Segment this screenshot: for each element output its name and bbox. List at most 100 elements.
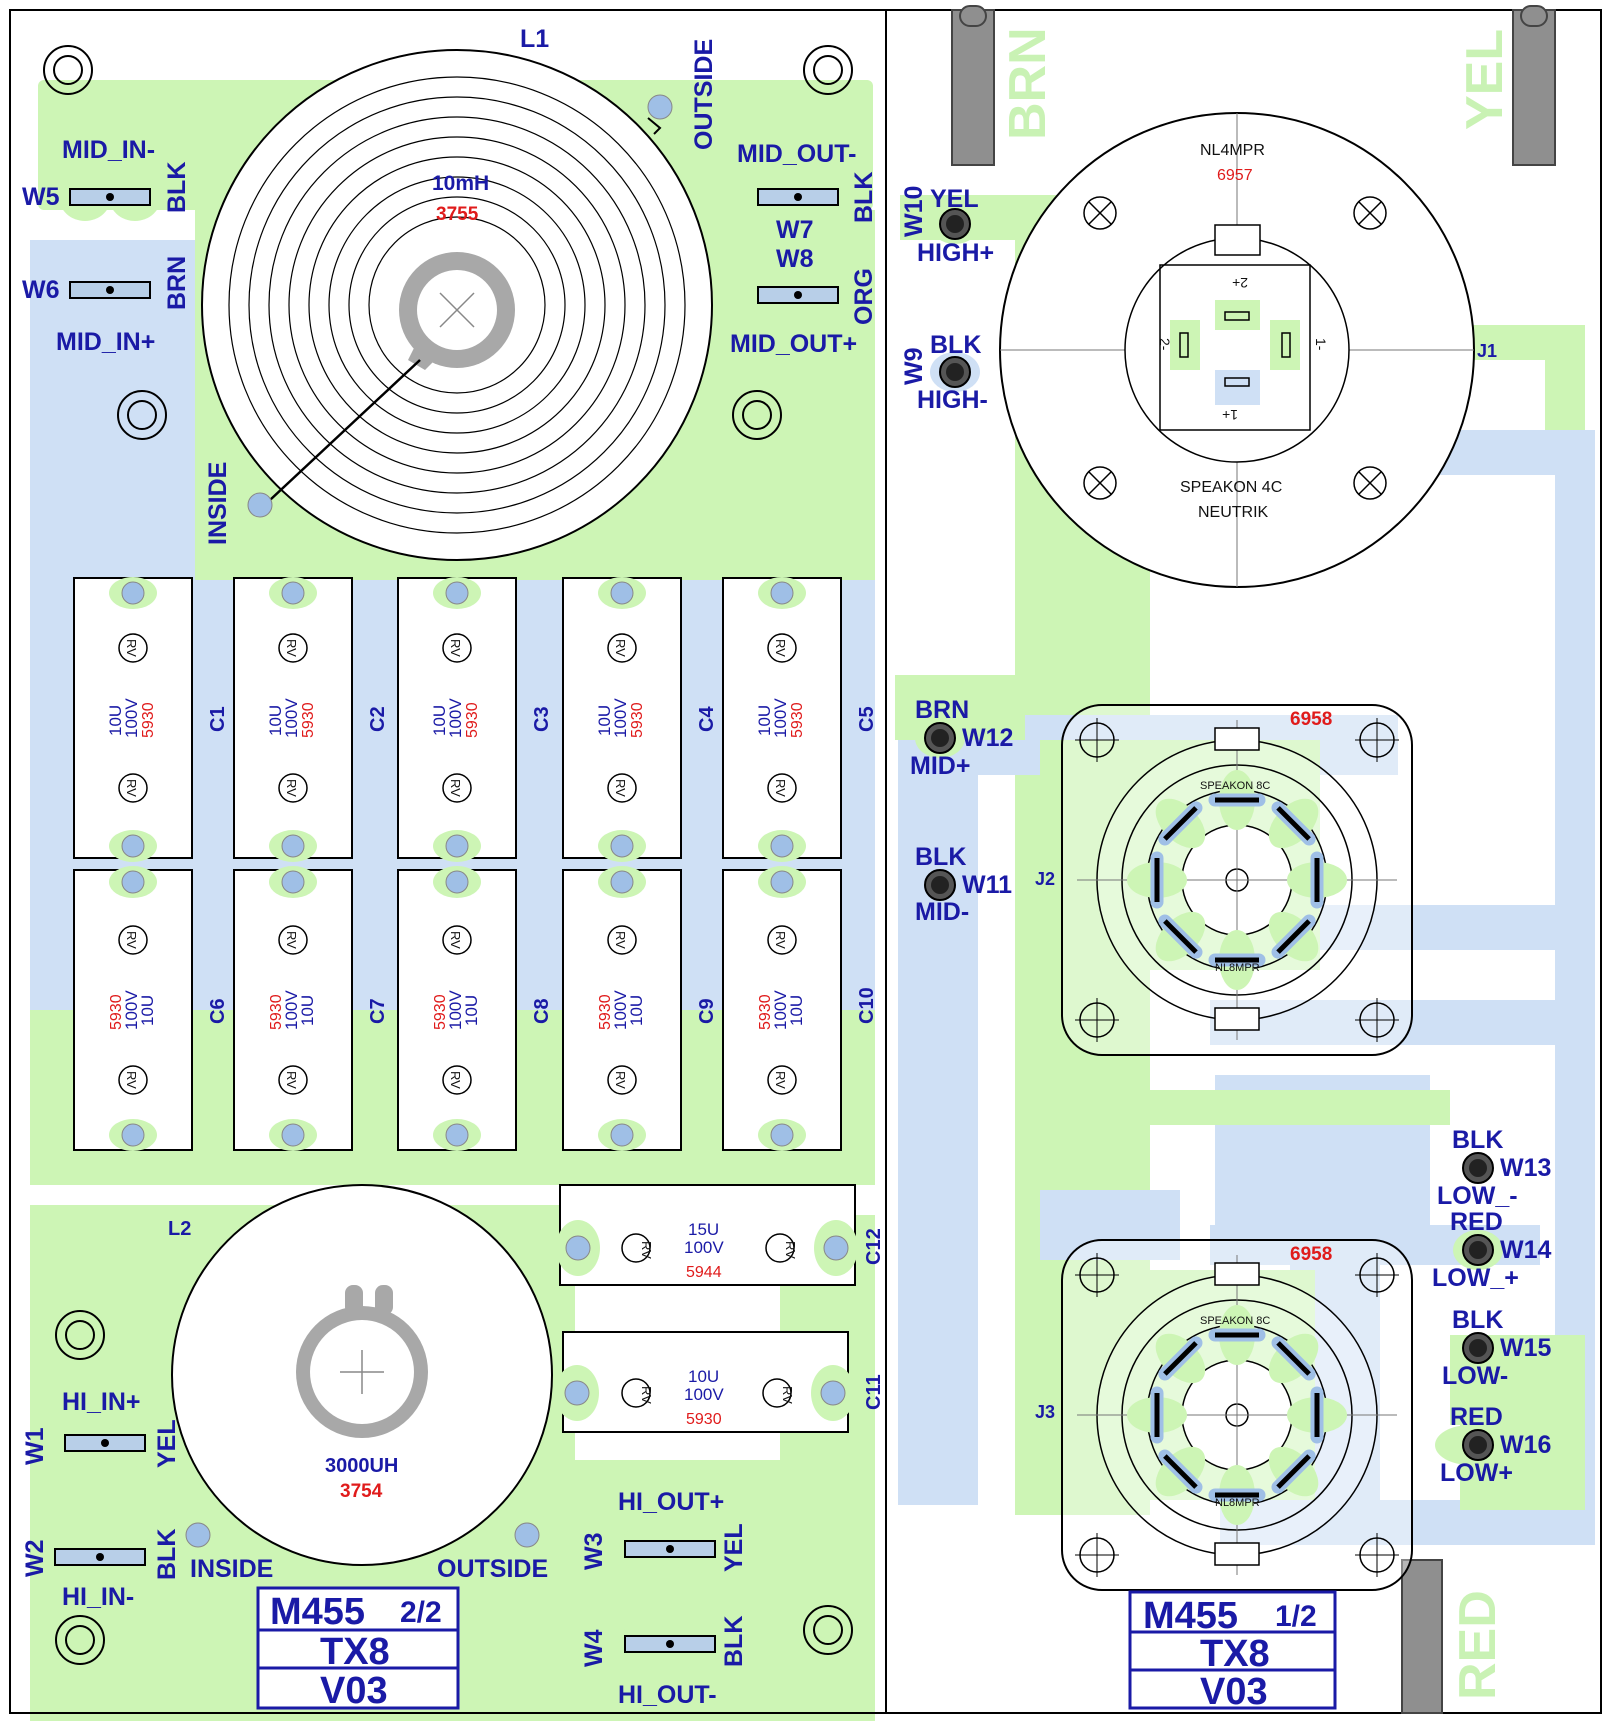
rv-mark: RV — [124, 1071, 139, 1089]
w13-id: W13 — [1500, 1154, 1551, 1182]
c12-part: 5944 — [686, 1264, 722, 1281]
j1-maker: NEUTRIK — [1198, 504, 1269, 521]
title-left-model: M455 — [270, 1591, 365, 1633]
w14-id: W14 — [1500, 1236, 1552, 1264]
wire-pad-w4 — [619, 1620, 721, 1668]
j1-code: 6957 — [1217, 167, 1253, 184]
j1-pin-2m: 2- — [1157, 338, 1173, 351]
cap-part: 5930 — [757, 994, 774, 1030]
connector-j2 — [1061, 704, 1413, 1056]
w10-id: W10 — [900, 186, 928, 237]
wire-pad-w8 — [747, 271, 849, 319]
j1-pin-1m: 1- — [1313, 338, 1329, 351]
w6-id: W6 — [22, 276, 60, 304]
w12-color: BRN — [915, 696, 969, 724]
j2-code: 6958 — [1290, 709, 1332, 730]
c11-cap: 10U — [688, 1367, 719, 1386]
w8-signal: MID_OUT+ — [730, 330, 857, 358]
w16-signal: LOW+ — [1440, 1459, 1513, 1487]
j1-name: SPEAKON 4C — [1180, 479, 1282, 496]
cap-ref: C5 — [856, 706, 878, 732]
cap-voltage: 100V — [771, 698, 790, 738]
w12-id: W12 — [962, 724, 1013, 752]
title-right-version: V03 — [1200, 1671, 1268, 1713]
l2-inside-label: INSIDE — [190, 1555, 273, 1583]
cap-voltage: 100V — [282, 698, 301, 738]
wire-pad-w7 — [747, 173, 849, 221]
w11-signal: MID- — [915, 898, 969, 926]
rv-mark: RV — [284, 931, 299, 949]
j2-name: SPEAKON 8C — [1200, 780, 1270, 792]
cap-voltage: 100V — [282, 990, 301, 1030]
w10-color: YEL — [930, 185, 979, 213]
l2-part: 3754 — [340, 1481, 383, 1502]
w4-color: BLK — [720, 1616, 748, 1667]
w13-signal: LOW_- — [1437, 1182, 1518, 1210]
cap-voltage: 100V — [611, 990, 630, 1030]
right-board-outline — [885, 9, 1602, 1714]
w5-signal: MID_IN- — [62, 136, 155, 164]
cap-value: 10U — [787, 995, 806, 1026]
rv-mark: RV — [613, 779, 628, 797]
j3-ref: J3 — [1035, 1402, 1055, 1422]
w9-id: W9 — [900, 348, 928, 386]
rv-mark: RV — [284, 639, 299, 657]
w15-signal: LOW- — [1442, 1362, 1508, 1390]
cap-c12-body — [556, 1184, 858, 1286]
j1-part: NL4MPR — [1200, 142, 1265, 159]
cap-voltage: 100V — [771, 990, 790, 1030]
l1-part: 3755 — [436, 204, 479, 225]
cap-value: 10U — [755, 705, 774, 736]
w2-color: BLK — [153, 1529, 181, 1580]
connector-j1 — [999, 112, 1475, 588]
wire-pad-w5 — [59, 173, 161, 221]
w1-color: YEL — [153, 1419, 181, 1468]
c12-volt: 100V — [684, 1238, 724, 1257]
title-block-right — [1128, 1590, 1337, 1710]
cap-value: 10U — [106, 705, 125, 736]
w7-id: W7 — [776, 216, 814, 244]
w9-signal: HIGH- — [917, 386, 988, 414]
title-left-version: V03 — [320, 1670, 388, 1712]
rv-mark: RV — [124, 779, 139, 797]
w3-id: W3 — [580, 1533, 608, 1571]
rv-mark: RV — [773, 1071, 788, 1089]
title-right-sheet: 1/2 — [1275, 1600, 1317, 1633]
rv-mark: RV — [284, 779, 299, 797]
w4-id: W4 — [580, 1629, 608, 1667]
w6-color: BRN — [163, 256, 191, 310]
cap-ref: C4 — [696, 706, 718, 732]
cap-voltage: 100V — [446, 698, 465, 738]
w8-color: ORG — [850, 268, 878, 325]
l2-value: 3000UH — [325, 1455, 398, 1477]
rv-mark: RV — [448, 779, 463, 797]
w5-id: W5 — [22, 183, 60, 211]
w16-id: W16 — [1500, 1431, 1551, 1459]
cap-voltage: 100V — [611, 698, 630, 738]
cap-value: 10U — [298, 995, 317, 1026]
w3-color: YEL — [720, 1523, 748, 1572]
cap-part: 5930 — [432, 994, 449, 1030]
cap-part: 5930 — [268, 994, 285, 1030]
rv-mark: RV — [284, 1071, 299, 1089]
rv-mark: RV — [773, 639, 788, 657]
w2-id: W2 — [21, 1540, 49, 1578]
l2-ref: L2 — [168, 1218, 191, 1240]
w2-signal: HI_IN- — [62, 1583, 134, 1611]
l2-outside-label: OUTSIDE — [437, 1555, 548, 1583]
cap-part: 5930 — [140, 702, 157, 738]
l1-inside-label: INSIDE — [204, 462, 232, 545]
rv-mark: RV — [773, 779, 788, 797]
c11-volt: 100V — [684, 1385, 724, 1404]
cap-part: 5930 — [108, 994, 125, 1030]
cap-value: 10U — [595, 705, 614, 736]
w3-signal: HI_OUT+ — [618, 1488, 724, 1516]
cap-ref: C3 — [531, 706, 553, 732]
cap-part: 5930 — [629, 702, 646, 738]
wire-posts — [951, 5, 1556, 1714]
wire-pad-w6 — [59, 266, 161, 314]
